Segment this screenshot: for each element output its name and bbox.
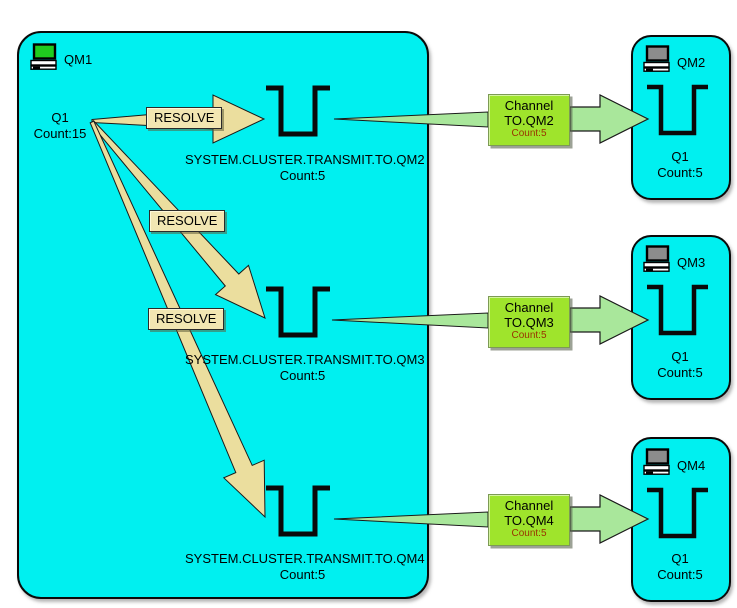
transmit-queue-name: SYSTEM.CLUSTER.TRANSMIT.TO.QM2 — [185, 152, 425, 167]
qm2-label: QM2 — [677, 55, 706, 70]
qm3-label: QM3 — [677, 255, 706, 270]
computer-icon-qm4 — [643, 448, 670, 475]
qm4-label: QM4 — [677, 458, 706, 473]
channel-count: Count:5 — [511, 128, 547, 139]
remote-queue-label-qm4: Q1 Count:5 — [640, 551, 720, 583]
q1-name: Q1 — [51, 110, 69, 125]
transmit-queue-count: Count:5 — [279, 168, 326, 183]
transmit-queue-label-3: SYSTEM.CLUSTER.TRANSMIT.TO.QM4 Count:5 — [185, 551, 425, 583]
remote-queue-label-qm3: Q1 Count:5 — [640, 349, 720, 381]
transmit-queue-label-1: SYSTEM.CLUSTER.TRANSMIT.TO.QM2 Count:5 — [185, 152, 425, 184]
computer-icon-qm3 — [643, 245, 670, 272]
channel-title: Channel — [504, 498, 554, 513]
resolve-label-3: RESOLVE — [148, 308, 225, 330]
channel-name: TO.QM4 — [504, 513, 554, 528]
q1-count: Count:15 — [33, 126, 87, 141]
transmit-queue-count: Count:5 — [279, 567, 326, 582]
q1-queue-label: Q1 Count:15 — [20, 110, 100, 142]
channel-box-to-qm2: Channel TO.QM2 Count:5 — [488, 94, 570, 146]
channel-box-to-qm4: Channel TO.QM4 Count:5 — [488, 494, 570, 546]
remote-queue-count: Count:5 — [657, 365, 703, 380]
remote-queue-label-qm2: Q1 Count:5 — [640, 149, 720, 181]
channel-box-to-qm3: Channel TO.QM3 Count:5 — [488, 296, 570, 348]
channel-count: Count:5 — [511, 330, 547, 341]
remote-queue-name: Q1 — [671, 149, 689, 164]
resolve-label-1: RESOLVE — [146, 107, 223, 129]
transmit-queue-label-2: SYSTEM.CLUSTER.TRANSMIT.TO.QM3 Count:5 — [185, 352, 425, 384]
remote-queue-count: Count:5 — [657, 567, 703, 582]
computer-icon-qm2 — [643, 45, 670, 72]
channel-name: TO.QM3 — [504, 315, 554, 330]
transmit-queue-name: SYSTEM.CLUSTER.TRANSMIT.TO.QM4 — [185, 551, 425, 566]
resolve-label-2: RESOLVE — [149, 210, 226, 232]
qm1-label: QM1 — [64, 52, 93, 67]
channel-count: Count:5 — [511, 528, 547, 539]
remote-queue-name: Q1 — [671, 551, 689, 566]
remote-queue-name: Q1 — [671, 349, 689, 364]
channel-title: Channel — [504, 98, 554, 113]
channel-title: Channel — [504, 300, 554, 315]
transmit-queue-count: Count:5 — [279, 368, 326, 383]
remote-queue-count: Count:5 — [657, 165, 703, 180]
channel-name: TO.QM2 — [504, 113, 554, 128]
transmit-queue-name: SYSTEM.CLUSTER.TRANSMIT.TO.QM3 — [185, 352, 425, 367]
computer-icon-qm1 — [30, 43, 57, 70]
